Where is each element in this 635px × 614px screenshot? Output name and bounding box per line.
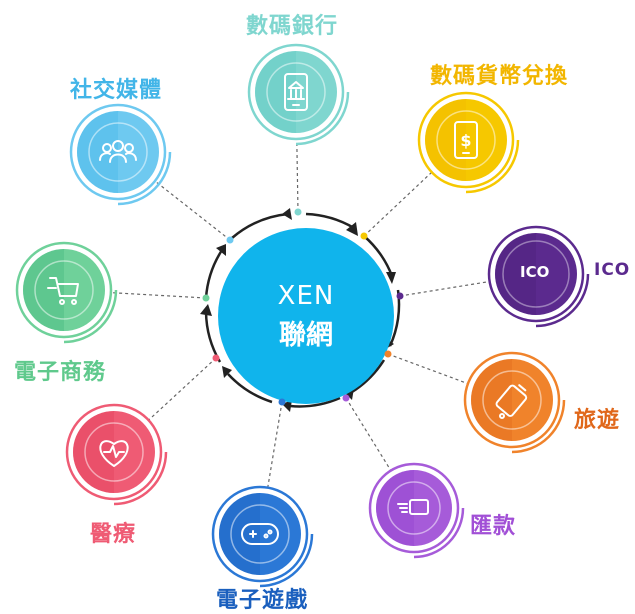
node-swoosh-gaming — [259, 533, 314, 588]
money-transfer-icon — [397, 499, 429, 515]
node-inner-ring-ecommerce — [34, 260, 94, 320]
node-shade-medical — [73, 411, 114, 493]
connector-dot-gaming — [278, 398, 286, 406]
node-inner-ring-social-media — [88, 122, 148, 182]
node-inner-ring-currency-exchange — [436, 110, 496, 170]
node-ico — [487, 225, 590, 328]
node-medical — [65, 403, 168, 506]
node-swoosh-travel — [511, 399, 566, 454]
connector-dot-ico — [396, 292, 404, 300]
label-digital-banking: 數碼銀行 — [246, 14, 339, 39]
node-shade-ecommerce — [23, 249, 64, 331]
connector-dot-currency-exchange — [360, 232, 368, 240]
connector-dot-travel — [384, 350, 392, 358]
node-swoosh-ecommerce — [63, 289, 118, 344]
dollar-phone-icon: $ — [454, 121, 478, 159]
shopping-cart-icon — [47, 277, 79, 305]
luggage-icon — [495, 384, 528, 419]
node-shade-social-media — [77, 111, 118, 193]
svg-text:$: $ — [460, 131, 471, 150]
node-swoosh-medical — [113, 451, 168, 506]
label-currency-exchange: 數碼貨幣兌換 — [430, 64, 569, 89]
node-travel — [463, 351, 566, 454]
label-ico: ICO — [594, 260, 631, 280]
connector-digital-banking — [295, 91, 299, 213]
node-shade-remittance — [376, 470, 414, 546]
connector-dot-medical — [212, 354, 220, 362]
node-inner-ring-remittance — [387, 481, 441, 535]
node-inner-ring-gaming — [230, 504, 290, 564]
node-inner-ring-medical — [84, 422, 144, 482]
node-shade-travel — [471, 359, 512, 441]
people-icon — [99, 140, 137, 163]
node-ecommerce — [15, 241, 118, 344]
node-social-media — [69, 103, 172, 206]
connector-dot-social-media — [226, 236, 234, 244]
center-label-line2: 聯網 — [279, 319, 333, 351]
node-bubbles: $ — [15, 43, 590, 588]
arrow-heads — [200, 208, 396, 412]
node-fill-ico — [495, 233, 577, 315]
heart-pulse-icon — [99, 440, 129, 467]
center-label-line1: XEN — [277, 280, 335, 311]
node-swoosh-social-media — [117, 151, 172, 206]
node-inner-ring-travel — [482, 370, 542, 430]
bank-phone-icon — [284, 73, 308, 111]
connector-dots — [202, 208, 404, 406]
node-digital-banking — [247, 43, 350, 146]
label-social-media: 社交媒體 — [70, 78, 163, 103]
label-ecommerce: 電子商務 — [14, 360, 107, 385]
connector-dot-digital-banking — [294, 208, 302, 216]
node-shade-currency-exchange — [425, 99, 466, 181]
node-shade-digital-banking — [255, 51, 296, 133]
node-remittance — [368, 462, 465, 559]
xen-center-circle — [218, 228, 394, 404]
node-swoosh-digital-banking — [295, 91, 350, 146]
center-label: XEN 聯網 — [218, 228, 394, 404]
connector-gaming — [259, 401, 283, 535]
connector-dot-ecommerce — [202, 294, 210, 302]
connector-dot-remittance — [342, 394, 350, 402]
node-shade-ico — [495, 233, 536, 315]
label-remittance: 匯款 — [470, 514, 517, 539]
ico-inner-text: ICO — [520, 263, 550, 281]
node-shade-gaming — [219, 493, 260, 575]
node-swoosh-remittance — [413, 507, 465, 559]
label-gaming: 電子遊戲 — [216, 588, 309, 613]
label-medical: 醫療 — [90, 522, 137, 547]
ico-icon — [502, 240, 570, 308]
node-swoosh-ico — [535, 273, 590, 328]
gamepad-icon — [241, 523, 279, 545]
node-swoosh-currency-exchange — [465, 139, 520, 194]
node-currency-exchange: $ — [417, 91, 520, 194]
node-inner-ring-digital-banking — [266, 62, 326, 122]
node-fill-remittance — [376, 470, 452, 546]
node-gaming — [211, 485, 314, 588]
label-travel: 旅遊 — [574, 408, 621, 433]
